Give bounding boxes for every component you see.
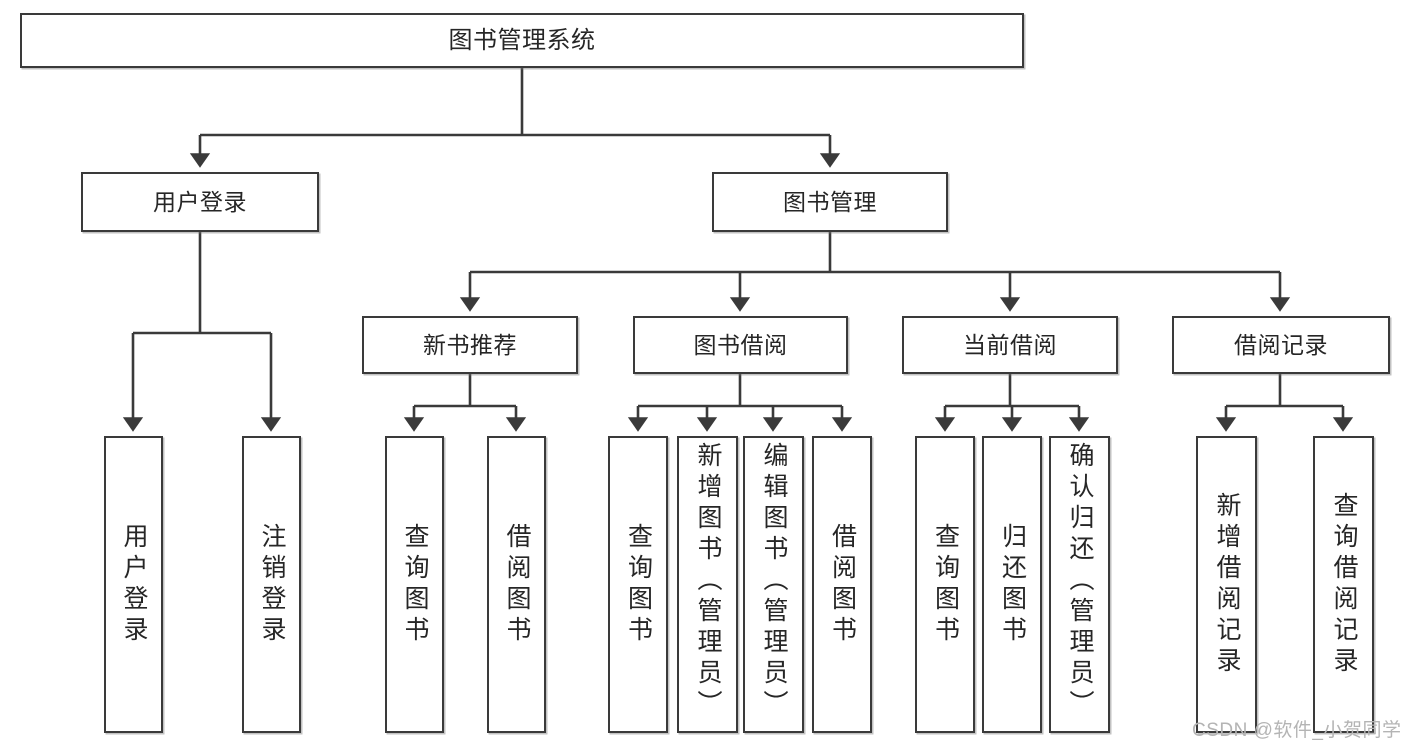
leaf-logout-login-label: 注销登录 xyxy=(258,522,286,647)
leaf-query-book-3[interactable]: 查询图书 xyxy=(915,436,975,733)
leaf-user-login-label: 用户登录 xyxy=(120,522,148,647)
leaf-add-book-admin[interactable]: 新增图书（管理员） xyxy=(677,436,738,733)
node-book-management-label: 图书管理 xyxy=(783,188,877,215)
node-root-system[interactable]: 图书管理系统 xyxy=(20,13,1024,68)
leaf-borrow-book-1[interactable]: 借阅图书 xyxy=(487,436,546,733)
leaf-query-book-1-label: 查询图书 xyxy=(401,522,429,647)
watermark-credit: CSDN @软件_小贺同学 xyxy=(1192,720,1402,741)
node-root-system-label: 图书管理系统 xyxy=(448,26,596,54)
leaf-query-borrow-record-label: 查询借阅记录 xyxy=(1330,491,1358,678)
leaf-edit-book-admin-label: 编辑图书（管理员） xyxy=(760,442,788,721)
node-current-borrow[interactable]: 当前借阅 xyxy=(902,316,1118,374)
node-current-borrow-label: 当前借阅 xyxy=(963,331,1057,358)
node-book-borrow-label: 图书借阅 xyxy=(693,331,788,358)
leaf-borrow-book-2-label: 借阅图书 xyxy=(828,522,857,647)
leaf-return-book-label: 归还图书 xyxy=(998,522,1027,647)
leaf-query-book-3-label: 查询图书 xyxy=(931,522,960,647)
leaf-confirm-return-admin-label: 确认归还（管理员） xyxy=(1066,442,1094,721)
leaf-query-book-2-label: 查询图书 xyxy=(624,522,653,647)
leaf-confirm-return-admin[interactable]: 确认归还（管理员） xyxy=(1049,436,1110,733)
leaf-add-borrow-record[interactable]: 新增借阅记录 xyxy=(1196,436,1257,733)
node-borrow-record-label: 借阅记录 xyxy=(1234,331,1328,358)
node-borrow-record[interactable]: 借阅记录 xyxy=(1172,316,1390,374)
leaf-add-book-admin-label: 新增图书（管理员） xyxy=(694,442,722,721)
leaf-borrow-book-1-label: 借阅图书 xyxy=(503,522,531,647)
leaf-logout-login[interactable]: 注销登录 xyxy=(242,436,301,733)
leaf-borrow-book-2[interactable]: 借阅图书 xyxy=(812,436,872,733)
node-new-book-recommend[interactable]: 新书推荐 xyxy=(362,316,578,374)
leaf-query-book-2[interactable]: 查询图书 xyxy=(608,436,668,733)
leaf-query-book-1[interactable]: 查询图书 xyxy=(385,436,444,733)
node-book-borrow[interactable]: 图书借阅 xyxy=(633,316,848,374)
leaf-query-borrow-record[interactable]: 查询借阅记录 xyxy=(1313,436,1374,733)
leaf-user-login[interactable]: 用户登录 xyxy=(104,436,163,733)
leaf-edit-book-admin[interactable]: 编辑图书（管理员） xyxy=(743,436,804,733)
node-book-management[interactable]: 图书管理 xyxy=(712,172,948,232)
node-user-login[interactable]: 用户登录 xyxy=(81,172,319,232)
leaf-add-borrow-record-label: 新增借阅记录 xyxy=(1213,491,1241,678)
leaf-return-book[interactable]: 归还图书 xyxy=(982,436,1042,733)
node-user-login-label: 用户登录 xyxy=(153,188,247,215)
node-new-book-recommend-label: 新书推荐 xyxy=(423,331,517,358)
